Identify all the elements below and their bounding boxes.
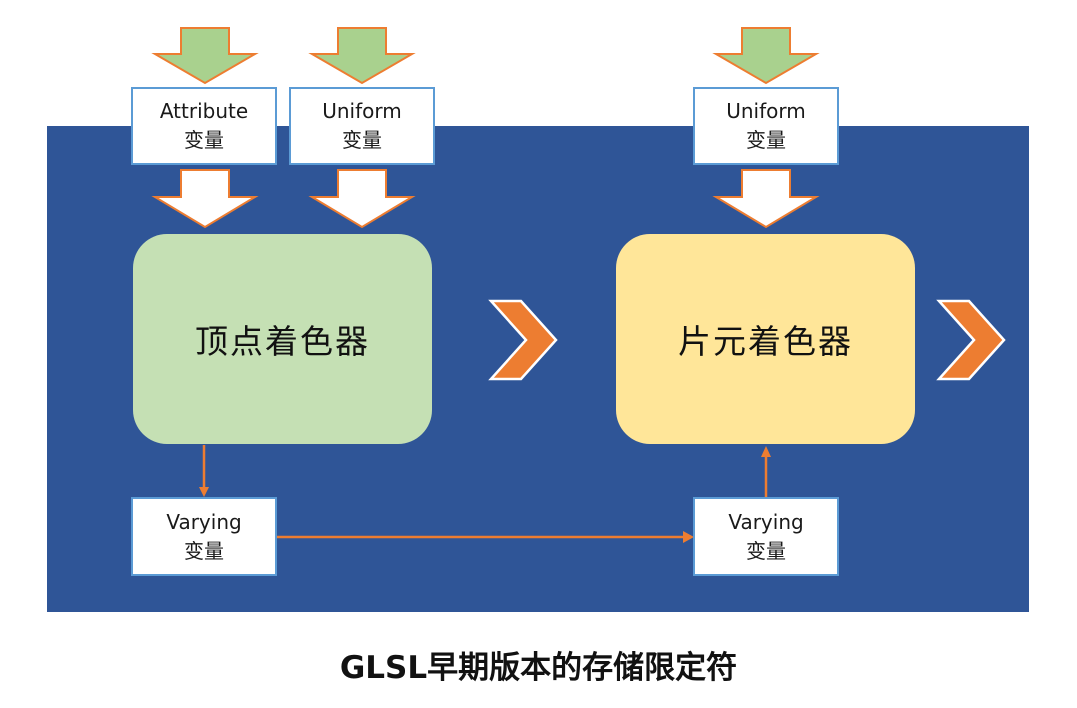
fragment-shader-label: 片元着色器 bbox=[678, 322, 853, 361]
chevron-right-icon bbox=[488, 299, 558, 381]
varying-sublabel: 变量 bbox=[746, 538, 786, 563]
arrowhead-down-icon bbox=[199, 487, 209, 497]
uniform-variable-box-fragment: Uniform 变量 bbox=[693, 87, 839, 165]
diagram-title: GLSL早期版本的存储限定符 bbox=[339, 650, 738, 686]
input-arrow-uniform-vertex bbox=[308, 27, 416, 85]
flow-arrow-uniform-to-fragment bbox=[712, 169, 820, 229]
vertex-shader-block: 顶点着色器 bbox=[133, 234, 432, 444]
varying-variable-box-vertex: Varying 变量 bbox=[131, 497, 277, 576]
uniform-sublabel: 变量 bbox=[746, 128, 786, 152]
varying-label: Varying bbox=[166, 509, 242, 534]
uniform-label: Uniform bbox=[726, 99, 806, 123]
varying-sublabel: 变量 bbox=[184, 538, 224, 563]
flow-arrow-attribute-to-vertex bbox=[151, 169, 259, 229]
flow-arrow-uniform-to-vertex bbox=[308, 169, 416, 229]
varying-label: Varying bbox=[728, 509, 804, 534]
varying-variable-box-fragment: Varying 变量 bbox=[693, 497, 839, 576]
uniform-label: Uniform bbox=[322, 99, 402, 123]
uniform-variable-box-vertex: Uniform 变量 bbox=[289, 87, 435, 165]
chevron-right-icon bbox=[936, 299, 1006, 381]
arrowhead-up-icon bbox=[761, 446, 771, 457]
attribute-variable-box: Attribute 变量 bbox=[131, 87, 277, 165]
attribute-label: Attribute bbox=[159, 99, 249, 123]
arrowhead-right-icon bbox=[683, 531, 694, 543]
uniform-sublabel: 变量 bbox=[342, 128, 382, 152]
vertex-shader-label: 顶点着色器 bbox=[195, 322, 370, 361]
attribute-sublabel: 变量 bbox=[184, 128, 224, 152]
input-arrow-uniform-fragment bbox=[712, 27, 820, 85]
input-arrow-attribute bbox=[151, 27, 259, 85]
fragment-shader-block: 片元着色器 bbox=[616, 234, 915, 444]
